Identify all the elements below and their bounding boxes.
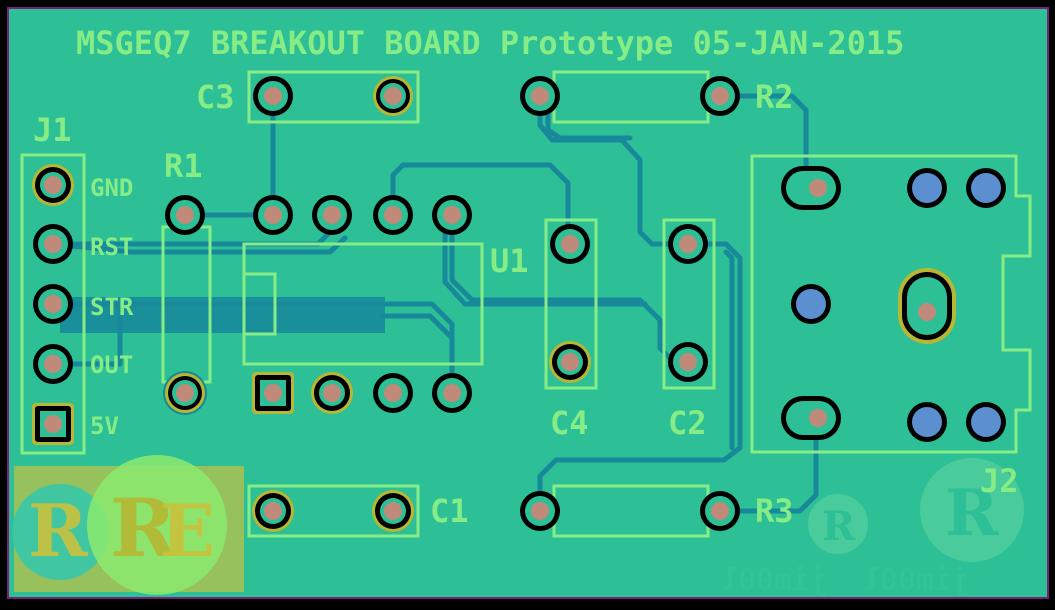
- pad-u1-5: [432, 195, 472, 235]
- pad-c2-1: [668, 224, 708, 264]
- svg-text:R: R: [28, 488, 89, 573]
- pad-u1-8: [253, 195, 293, 235]
- pad-c3-2: [373, 76, 413, 116]
- c2-outline: [662, 218, 716, 390]
- c3-outline: [247, 70, 420, 124]
- designator-r1: R1: [164, 147, 203, 185]
- designator-c4: C4: [550, 404, 589, 442]
- pin-label-out: OUT: [90, 351, 133, 379]
- pad-j2-bottom-oval: [781, 396, 841, 440]
- pad-c1-1: [252, 490, 294, 532]
- svg-text:R: R: [110, 481, 177, 575]
- c1-outline: [247, 484, 420, 538]
- designator-r3: R3: [755, 492, 794, 530]
- board-title: MSGEQ7 BREAKOUT BOARD Prototype 05-JAN-2…: [76, 24, 904, 62]
- pad-r2-1: [520, 76, 560, 116]
- board-edge-outline: [7, 7, 1049, 599]
- svg-text:R: R: [822, 503, 856, 550]
- pad-r3-2: [700, 491, 740, 531]
- pin-label-5v: 5V: [90, 412, 119, 440]
- pad-u1-2: [311, 372, 353, 414]
- designator-r2: R2: [755, 78, 794, 116]
- j1-outline: [20, 153, 86, 455]
- pad-c4-1: [550, 224, 590, 264]
- pad-c3-1: [253, 76, 293, 116]
- pad-u1-7: [312, 195, 352, 235]
- pad-j1-out: [33, 344, 73, 384]
- pad-u1-6: [373, 195, 413, 235]
- designator-u1: U1: [490, 242, 529, 280]
- designator-c2: C2: [668, 404, 707, 442]
- c4-outline: [544, 218, 598, 390]
- pad-j1-str: [33, 284, 73, 324]
- pad-j2-vertical-oval: [898, 268, 956, 344]
- pad-c4-2: [549, 341, 591, 383]
- j2-outline: [750, 154, 1032, 454]
- pad-u1-3: [373, 373, 413, 413]
- designator-j1: J1: [33, 111, 72, 149]
- u1-notch: [242, 272, 277, 336]
- through-hole-pads: [32, 76, 956, 532]
- pin-label-gnd: GND: [90, 174, 133, 202]
- designator-c3: C3: [196, 78, 235, 116]
- logo-graphic: R R E: [12, 455, 244, 595]
- pad-r3-1: [520, 491, 560, 531]
- pad-u1-1: [252, 372, 294, 414]
- pad-c2-2: [668, 342, 708, 382]
- pad-u1-4: [432, 373, 472, 413]
- pad-r1-1: [165, 195, 205, 235]
- svg-text:R: R: [945, 476, 999, 551]
- pad-j2-top-oval: [781, 166, 841, 210]
- mounting-vias: [791, 168, 1006, 442]
- pad-c1-2: [372, 490, 414, 532]
- pad-r1-2: [163, 371, 207, 415]
- designator-c1: C1: [430, 492, 469, 530]
- pin-label-str: STR: [90, 293, 134, 321]
- thick-trace: [60, 297, 455, 390]
- mirrored-tag-1: jim00l: [862, 563, 970, 598]
- mirrored-tag-2: jim00l: [720, 563, 828, 598]
- mirrored-logo-graphic: R R: [808, 458, 1024, 562]
- pad-j1-5v: [32, 403, 74, 445]
- pad-j1-gnd: [32, 164, 74, 206]
- pad-r2-2: [700, 76, 740, 116]
- svg-text:E: E: [160, 488, 215, 573]
- pad-j1-rst: [33, 224, 73, 264]
- pin-label-rst: RST: [90, 233, 133, 261]
- designator-j2: J2: [980, 462, 1019, 500]
